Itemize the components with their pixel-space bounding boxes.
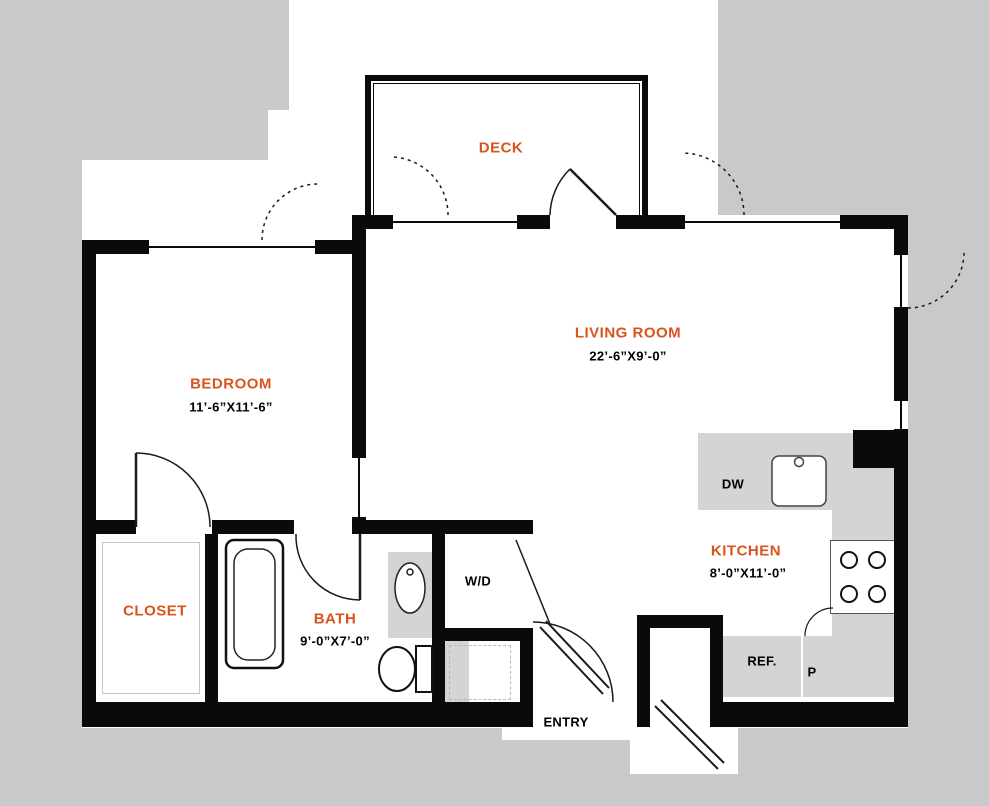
wall-bottom-left [82,702,533,727]
deck-label: DECK [478,139,524,157]
bedroom-door-arc [135,452,211,528]
building-mass-bottom [0,728,989,806]
entry-door-leaf [539,626,604,695]
right-wall-window-top [894,252,908,310]
bath-label: BATH [313,610,357,628]
wall-right-a [894,215,908,252]
bath-vanity [388,552,432,638]
wall-bath-laundry-top [360,520,533,534]
wall-entry-closet-right [710,615,723,727]
wall-living-top-b [520,215,550,229]
entry-door-arc [532,621,614,703]
bath-dimensions: 9’-0”X7’-0” [300,633,370,649]
kitchen-dimensions: 8’-0”X11’-0” [709,565,787,581]
entry-threshold-area [502,726,652,740]
closet-label: CLOSET [123,602,187,620]
wall-laundry-bottom [432,628,533,641]
living-room-window [682,215,843,229]
entry-label: ENTRY [543,714,589,730]
wall-living-top-a [352,215,390,229]
wall-bedroom-top-left [82,240,146,254]
right-wall-window-mid [894,398,908,432]
deck-railing-line [373,83,640,215]
bedroom-pocket-opening [352,455,366,520]
laundry-door-leaf [515,539,551,625]
toilet-bowl [378,646,416,692]
wall-living-top-d [843,215,908,229]
stove-area [830,540,896,614]
window-swing-arc-bedroom [261,183,319,241]
wall-closet-bath [205,534,218,702]
pantry-label: P [807,664,817,680]
refrigerator-area [723,636,801,697]
wall-left [82,240,96,702]
building-mass-top-left [0,0,289,110]
wall-right-c [894,432,908,702]
wall-entry-closet-top [637,615,723,628]
building-mass-top-right [718,0,989,215]
wall-entry-closet-left [637,615,650,727]
wall-right-b [894,310,908,398]
toilet-tank [415,645,433,693]
bathtub [224,538,285,670]
entry-door-leaf-2 [545,620,610,689]
wall-bedroom-bottom-b [212,520,294,534]
living-room-label: LIVING ROOM [574,324,682,342]
kitchen-label: KITCHEN [710,542,782,560]
wall-bedroom-living [352,229,366,455]
entry-closet-door-area [630,726,738,774]
wall-bedroom-bottom-a [82,520,136,534]
building-mass-right [908,215,989,728]
living-room-dimensions: 22’-6”X9’-0” [589,348,667,364]
bedroom-window [146,240,318,254]
bedroom-label: BEDROOM [190,375,272,393]
bedroom-dimensions: 11’-6”X11’-6” [189,399,273,415]
closet-shelf-outline [102,542,200,694]
building-mass-left [0,160,82,728]
utility-chase-outline [449,645,511,700]
wall-bottom-right [723,702,908,727]
wall-bath-laundry [432,534,445,702]
building-mass-top-left-step [0,110,268,160]
refrigerator-label: REF. [747,653,777,669]
wall-living-top-c [616,215,682,229]
deck-slider-window [390,215,520,229]
wall-entry-jamb [520,628,533,702]
laundry-label: W/D [464,573,492,589]
pantry-door-arc [804,607,834,637]
pantry-area [803,636,833,697]
bath-door-arc [295,533,361,601]
dishwasher-label: DW [721,476,745,492]
wall-kitchen-corner [853,430,908,468]
bathtub-inner [233,548,276,661]
